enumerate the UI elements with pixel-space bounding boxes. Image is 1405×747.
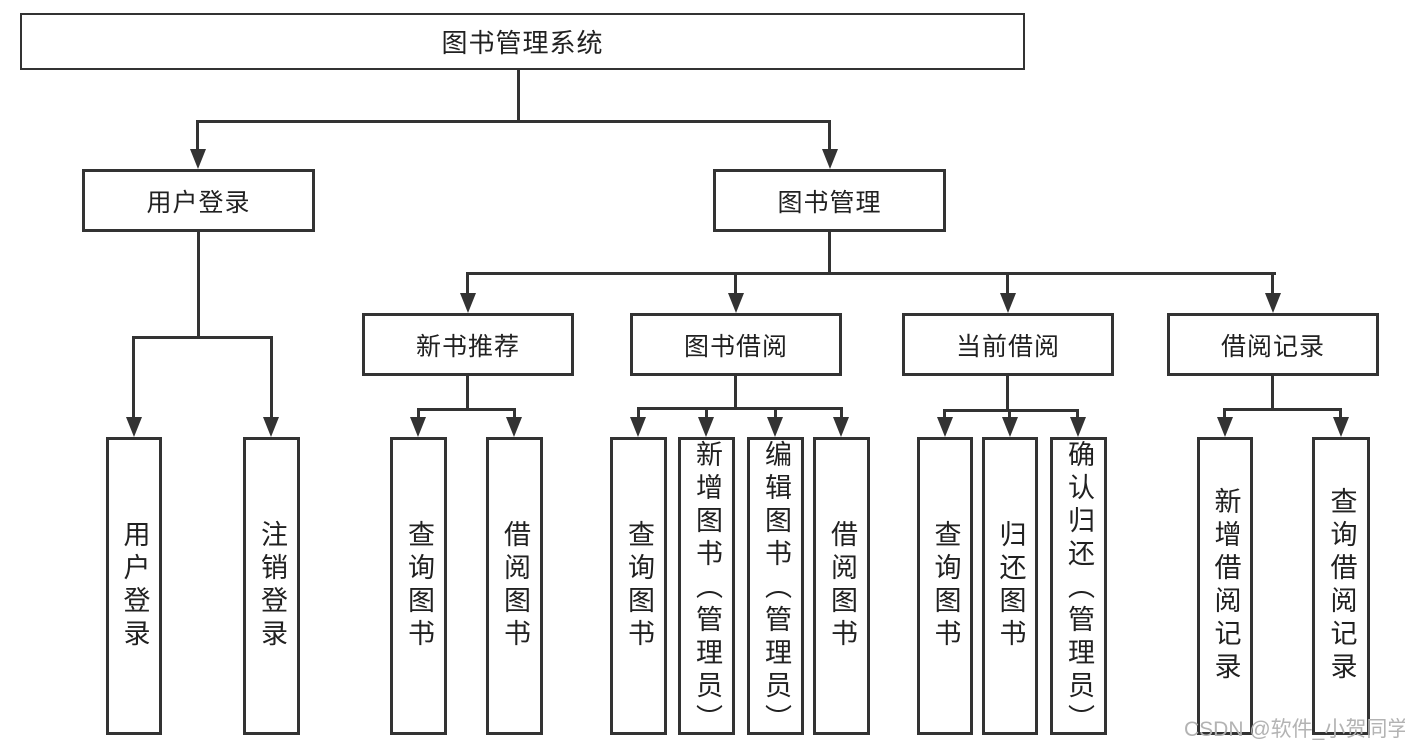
connector-drop-query-books-2 [637, 407, 640, 419]
arrow-query-books-2-icon [630, 417, 646, 437]
node-borrowing-records-label: 借阅记录 [1220, 332, 1325, 361]
leaf-add-book-admin-label: 新增图书（管理员） [692, 440, 722, 737]
connector-drop-query-books-3 [943, 409, 946, 419]
connector-book-management-stem [828, 232, 831, 272]
arrow-edit-book-icon [767, 417, 783, 437]
connector-drop-new-book [466, 272, 469, 295]
leaf-borrow-books-1-label: 借阅图书 [500, 520, 530, 652]
leaf-query-books-1-label: 查询图书 [404, 520, 434, 652]
connector-drop-current-borrowing [1006, 272, 1009, 295]
arrow-book-borrowing-icon [728, 293, 744, 313]
node-new-book-recommend: 新书推荐 [362, 313, 574, 376]
connector-book-borrowing-crossbar [637, 407, 843, 410]
connector-drop-leaf-user-login [132, 336, 135, 417]
leaf-edit-book-admin-label: 编辑图书（管理员） [761, 440, 791, 737]
connector-user-login-stem [197, 232, 200, 336]
leaf-add-book-admin: 新增图书（管理员） [678, 437, 735, 737]
node-library-system: 图书管理系统 [20, 13, 1025, 70]
leaf-query-books-3-label: 查询图书 [930, 520, 961, 652]
arrow-current-borrowing-icon [1000, 293, 1016, 313]
connector-root-crossbar [197, 120, 831, 123]
watermark-csdn: CSDN @软件_小贺同学 [1184, 718, 1405, 741]
node-book-borrowing-label: 图书借阅 [683, 332, 788, 361]
connector-borrowing-records-crossbar [1223, 408, 1342, 411]
node-current-borrowing: 当前借阅 [902, 313, 1114, 376]
connector-current-borrowing-crossbar [943, 409, 1079, 412]
connector-drop-confirm-return [1076, 409, 1079, 419]
leaf-logout: 注销登录 [243, 437, 300, 735]
connector-drop-add-book [705, 407, 708, 419]
connector-drop-borrow-books-1 [513, 408, 516, 419]
leaf-add-borrow-record: 新增借阅记录 [1197, 437, 1253, 735]
connector-new-book-crossbar [417, 408, 516, 411]
leaf-query-books-3: 查询图书 [917, 437, 973, 735]
node-current-borrowing-label: 当前借阅 [955, 332, 1060, 361]
leaf-confirm-return-admin-label: 确认归还（管理员） [1064, 440, 1094, 737]
connector-drop-return-books [1008, 409, 1011, 419]
node-borrowing-records: 借阅记录 [1167, 313, 1379, 376]
connector-user-login-crossbar [132, 336, 273, 339]
arrow-borrow-books-2-icon [833, 417, 849, 437]
arrow-add-borrow-record-icon [1217, 417, 1233, 437]
leaf-borrow-books-1: 借阅图书 [486, 437, 543, 735]
leaf-borrow-books-2-label: 借阅图书 [827, 520, 857, 652]
node-book-borrowing: 图书借阅 [630, 313, 842, 376]
connector-drop-borrowing-records [1271, 272, 1274, 295]
connector-drop-book-management [828, 120, 831, 151]
leaf-user-login: 用户登录 [106, 437, 162, 735]
arrow-user-login-icon [190, 149, 206, 169]
connector-drop-leaf-logout [270, 336, 273, 417]
arrow-leaf-user-login-icon [126, 417, 142, 437]
leaf-confirm-return-admin: 确认归还（管理员） [1050, 437, 1107, 737]
node-user-login-label: 用户登录 [146, 188, 251, 217]
node-library-system-label: 图书管理系统 [441, 28, 604, 58]
connector-root-stem [517, 70, 520, 120]
arrow-query-books-1-icon [410, 417, 426, 437]
arrow-return-books-icon [1002, 417, 1018, 437]
arrow-query-borrow-record-icon [1333, 417, 1349, 437]
leaf-edit-book-admin: 编辑图书（管理员） [747, 437, 804, 737]
arrow-borrowing-records-icon [1265, 293, 1281, 313]
leaf-query-books-1: 查询图书 [390, 437, 447, 735]
connector-book-management-crossbar [466, 272, 1276, 275]
leaf-query-books-2-label: 查询图书 [624, 520, 654, 652]
connector-new-book-stem [466, 376, 469, 408]
connector-drop-borrow-books-2 [840, 407, 843, 419]
connector-drop-book-borrowing [734, 272, 737, 295]
arrow-leaf-logout-icon [263, 417, 279, 437]
arrow-borrow-books-1-icon [506, 417, 522, 437]
leaf-borrow-books-2: 借阅图书 [813, 437, 870, 735]
leaf-query-borrow-record: 查询借阅记录 [1312, 437, 1370, 735]
connector-book-borrowing-stem [734, 376, 737, 407]
arrow-new-book-icon [460, 293, 476, 313]
arrow-confirm-return-icon [1070, 417, 1086, 437]
connector-drop-query-borrow-record [1339, 408, 1342, 419]
node-book-management-label: 图书管理 [777, 188, 882, 217]
leaf-query-borrow-record-label: 查询借阅记录 [1326, 487, 1357, 685]
connector-current-borrowing-stem [1006, 376, 1009, 409]
arrow-query-books-3-icon [937, 417, 953, 437]
leaf-return-books: 归还图书 [982, 437, 1038, 735]
connector-drop-add-borrow-record [1223, 408, 1226, 419]
node-new-book-recommend-label: 新书推荐 [415, 332, 520, 361]
leaf-return-books-label: 归还图书 [995, 520, 1026, 652]
connector-borrowing-records-stem [1271, 376, 1274, 408]
node-book-management: 图书管理 [713, 169, 946, 232]
leaf-add-borrow-record-label: 新增借阅记录 [1210, 487, 1241, 685]
leaf-user-login-label: 用户登录 [119, 520, 150, 652]
connector-drop-edit-book [774, 407, 777, 419]
arrow-book-management-icon [822, 149, 838, 169]
leaf-logout-label: 注销登录 [257, 520, 287, 652]
arrow-add-book-icon [698, 417, 714, 437]
connector-drop-user-login [196, 120, 199, 151]
node-user-login: 用户登录 [82, 169, 315, 232]
leaf-query-books-2: 查询图书 [610, 437, 667, 735]
connector-drop-query-books-1 [417, 408, 420, 419]
